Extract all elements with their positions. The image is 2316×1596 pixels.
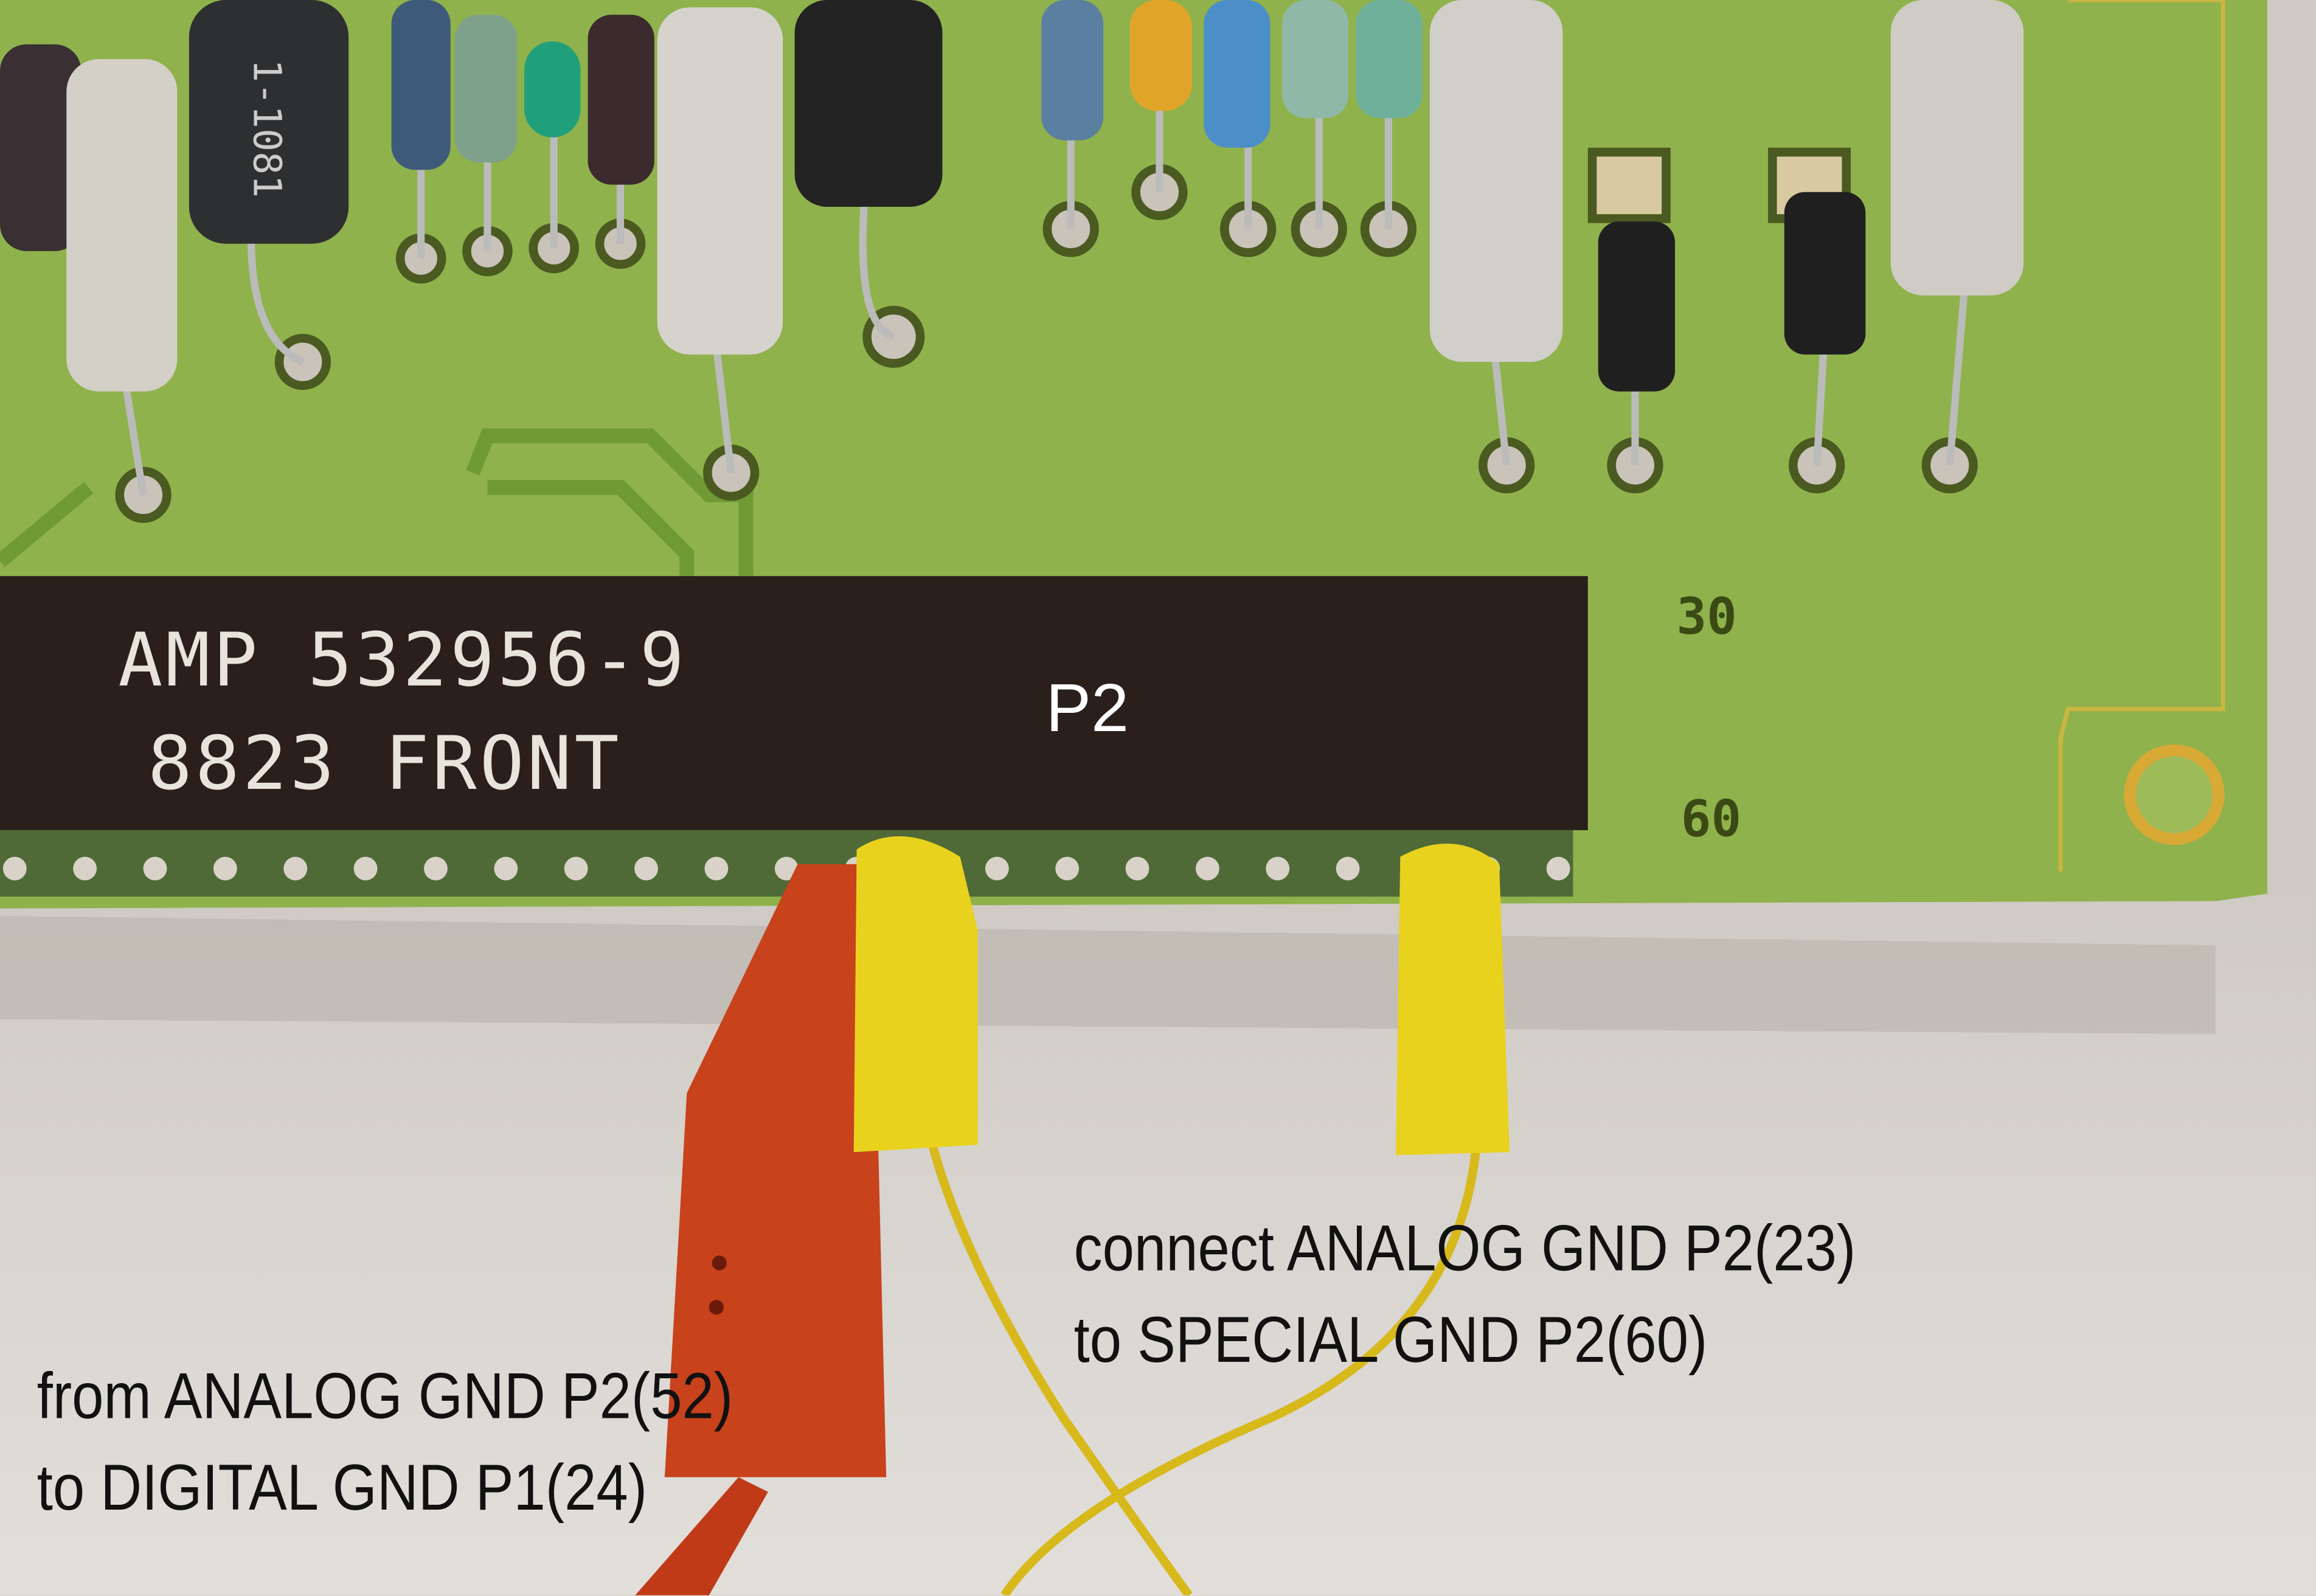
solder-pad (115, 467, 172, 523)
pcb-trace (487, 480, 695, 584)
p2-connector (0, 576, 1588, 830)
connector-pin (283, 856, 308, 881)
pin-30-marking: 30 (1676, 588, 1737, 647)
connector-pin (2, 856, 27, 881)
resistor (391, 0, 451, 170)
connector-pin (73, 856, 97, 881)
pin-60-marking: 60 (1680, 790, 1742, 850)
component-code: 1-1081 (243, 59, 288, 198)
yellow-banana-plug (1396, 844, 1510, 1156)
capacitor (1129, 0, 1192, 111)
connector-part-number: AMP 532956-9 (118, 617, 687, 704)
connector-pin (774, 856, 799, 881)
yellow-wire (1000, 1137, 1482, 1595)
resistor (1282, 0, 1349, 119)
annotation-left: from ANALOG GND P2(52) to DIGITAL GND P1… (37, 1351, 733, 1535)
capacitor (524, 41, 581, 137)
connector-pin (1125, 856, 1149, 881)
pcb-trace (465, 428, 754, 577)
connector-pin (1336, 856, 1360, 881)
red-wire (635, 1477, 768, 1595)
resistor (1204, 0, 1271, 148)
pcb-outline-trace (2058, 0, 2225, 872)
connector-pin (634, 856, 658, 881)
red-banana-plug (664, 864, 887, 1477)
solder-pad (274, 333, 331, 390)
connector-pin (143, 856, 167, 881)
mounting-hole-ring (2124, 744, 2225, 845)
connector-pin (704, 856, 729, 881)
yellow-wire (926, 1136, 1193, 1595)
connector-pin (1546, 856, 1570, 881)
mounting-hole (2124, 744, 2225, 845)
pcb-trace (0, 482, 94, 567)
capacitor-metal (66, 59, 178, 392)
yellow-banana-plug (853, 836, 978, 1153)
resistor (588, 15, 654, 185)
connector-pin (564, 856, 588, 881)
connector-pin (1055, 856, 1080, 881)
square-pad (1587, 147, 1671, 223)
connector-date-code: 8823 FRONT (147, 721, 622, 807)
board-shadow (0, 915, 2216, 1035)
connector-pin (494, 856, 518, 881)
ferrite (794, 0, 943, 207)
annotation-right-line2: to SPECIAL GND P2(60) (1073, 1304, 1708, 1377)
connector-pin (1266, 856, 1290, 881)
annotation-right-line1: connect ANALOG GND P2(23) (1073, 1212, 1856, 1285)
diode (1784, 192, 1866, 355)
annotation-left-line2: to DIGITAL GND P1(24) (36, 1452, 648, 1525)
resistor (0, 44, 81, 251)
capacitor-metal (1890, 0, 2024, 296)
connector-pin (353, 856, 378, 881)
resistor (455, 15, 518, 163)
capacitor-metal (657, 7, 783, 355)
capacitor-metal (1429, 0, 1563, 363)
resistor (1041, 0, 1104, 141)
connector-pin (424, 856, 448, 881)
inductor (189, 0, 349, 244)
annotation-right: connect ANALOG GND P2(23) to SPECIAL GND… (1074, 1204, 1856, 1387)
connector-pin (213, 856, 237, 881)
resistor (1356, 0, 1423, 119)
connector-pin (985, 856, 1009, 881)
connector-label: P2 (1045, 669, 1129, 746)
annotation-left-line1: from ANALOG GND P2(52) (36, 1360, 733, 1433)
connector-pin (1195, 856, 1219, 881)
diode (1598, 221, 1676, 392)
